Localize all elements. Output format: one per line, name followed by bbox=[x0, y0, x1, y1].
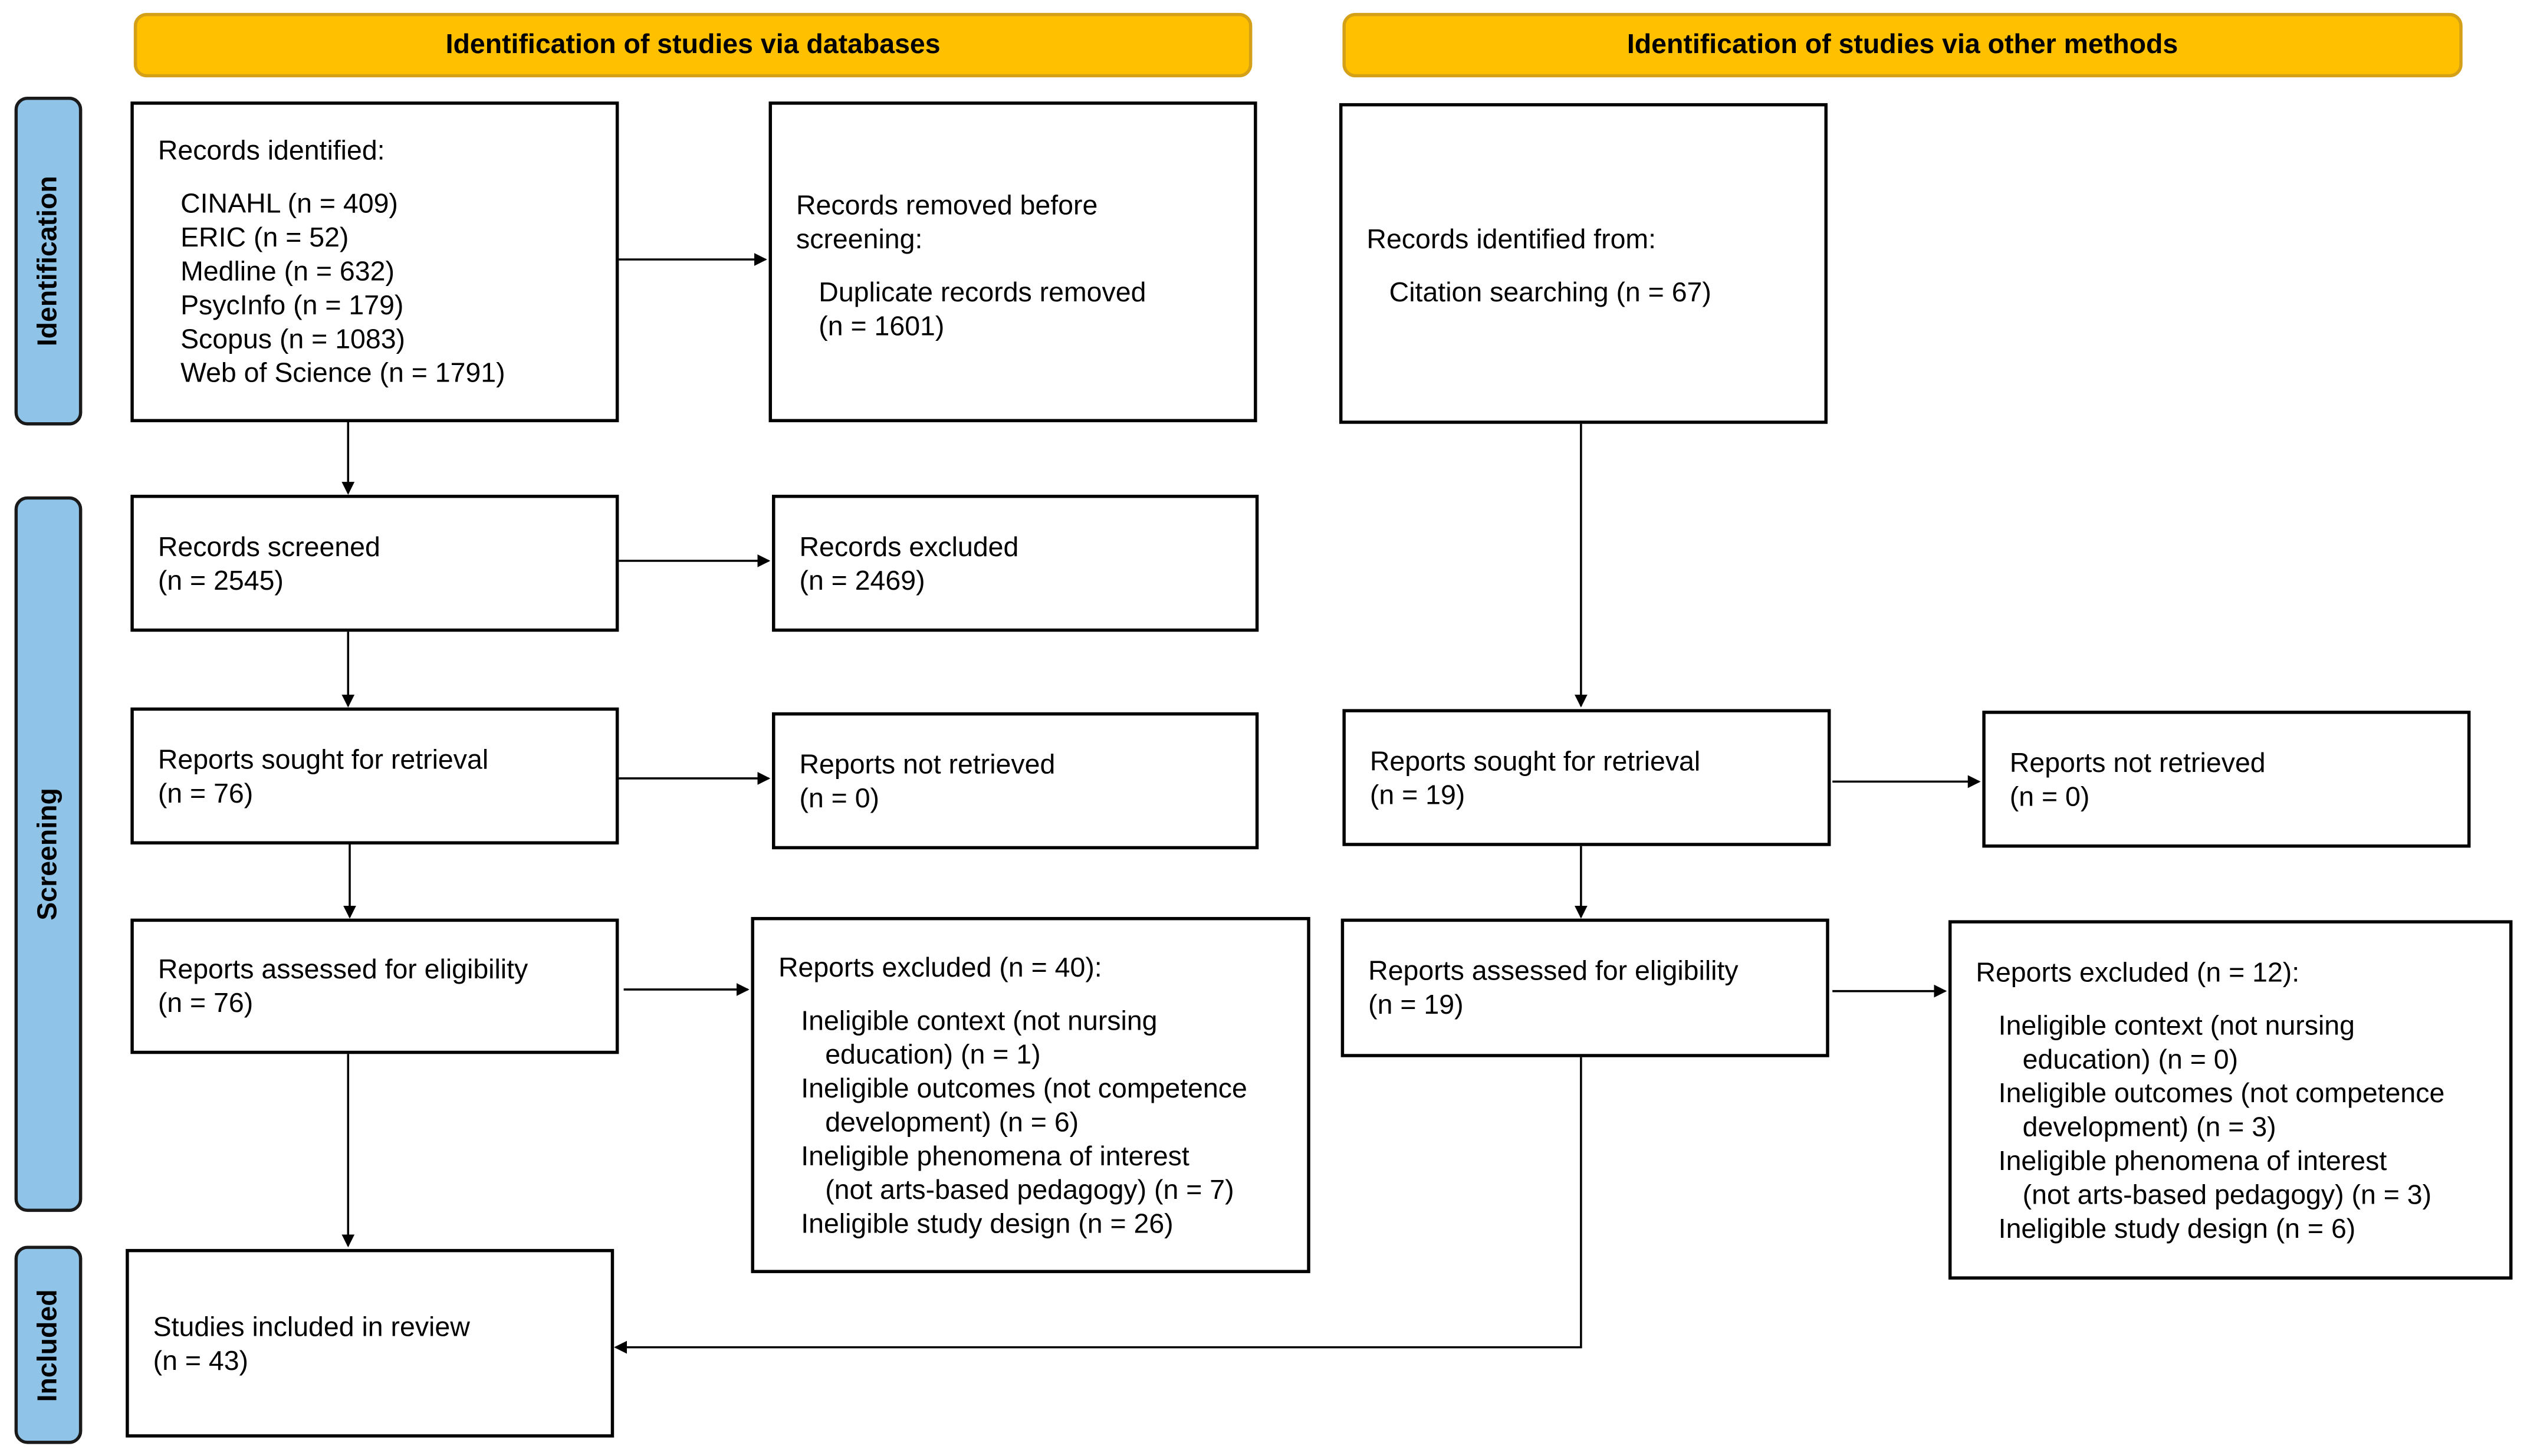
source-item: Medline (n = 632) bbox=[180, 256, 395, 287]
reports-assessed-box: Reports assessed for eligibility(n = 76) bbox=[130, 918, 619, 1054]
box-item: Duplicate records removed bbox=[819, 277, 1146, 308]
exclusion-reason: development) (n = 6) bbox=[825, 1106, 1079, 1137]
box-title: Reports sought for retrieval bbox=[157, 744, 489, 775]
source-item: PsycInfo (n = 179) bbox=[180, 290, 404, 321]
box-title: Records screened bbox=[157, 531, 380, 562]
reports-sought-box: Reports sought for retrieval(n = 76) bbox=[130, 707, 619, 844]
exclusion-reason: education) (n = 1) bbox=[825, 1038, 1041, 1070]
other-reports-not-retrieved-box: Reports not retrieved(n = 0) bbox=[1982, 711, 2471, 848]
records-excluded-box: Records excluded(n = 2469) bbox=[772, 494, 1259, 632]
phase-included: Included bbox=[14, 1245, 83, 1444]
box-title: Records excluded bbox=[799, 531, 1019, 562]
exclusion-reason: Ineligible context (not nursing bbox=[801, 1004, 1158, 1036]
source-item: ERIC (n = 52) bbox=[180, 222, 349, 254]
arrow bbox=[614, 1057, 1582, 1354]
exclusion-reason: Ineligible outcomes (not competence bbox=[801, 1072, 1247, 1103]
box-item: Citation searching (n = 67) bbox=[1389, 277, 1711, 308]
box-count: (n = 1601) bbox=[819, 311, 945, 342]
other-reports-assessed-box: Reports assessed for eligibility(n = 19) bbox=[1340, 918, 1829, 1057]
box-count: (n = 2545) bbox=[157, 564, 284, 596]
box-title: Reports excluded (n = 12): bbox=[1976, 956, 2300, 987]
other-records-identified-box: Records identified from: Citation search… bbox=[1339, 103, 1828, 424]
exclusion-reason: (not arts-based pedagogy) (n = 3) bbox=[2022, 1179, 2432, 1210]
exclusion-reason: development) (n = 3) bbox=[2022, 1111, 2276, 1142]
box-count: (n = 0) bbox=[799, 782, 880, 813]
exclusion-reason: (not arts-based pedagogy) (n = 7) bbox=[825, 1174, 1234, 1205]
other-reports-excluded-box: Reports excluded (n = 12): Ineligible co… bbox=[1948, 920, 2513, 1280]
box-count: (n = 0) bbox=[2009, 781, 2090, 811]
source-item: Web of Science (n = 1791) bbox=[180, 357, 505, 389]
box-count: (n = 76) bbox=[157, 988, 254, 1019]
exclusion-reason: Ineligible study design (n = 26) bbox=[801, 1208, 1174, 1239]
box-title: screening: bbox=[796, 224, 923, 255]
box-title: Records removed before bbox=[796, 190, 1098, 221]
box-title: Reports not retrieved bbox=[2009, 747, 2266, 778]
exclusion-reason: Ineligible phenomena of interest bbox=[1998, 1145, 2387, 1176]
box-count: (n = 2469) bbox=[799, 564, 925, 596]
exclusion-reason: education) (n = 0) bbox=[2022, 1043, 2239, 1074]
exclusion-reason: Ineligible context (not nursing bbox=[1998, 1010, 2355, 1041]
exclusion-reason: Ineligible outcomes (not competence bbox=[1998, 1077, 2445, 1108]
source-item: CINAHL (n = 409) bbox=[180, 188, 398, 219]
phase-screening: Screening bbox=[14, 496, 83, 1212]
box-title: Reports assessed for eligibility bbox=[157, 954, 528, 985]
box-title: Reports not retrieved bbox=[799, 748, 1056, 780]
header-label: Identification of studies via databases bbox=[445, 29, 941, 60]
studies-included-box: Studies included in review(n = 43) bbox=[126, 1248, 615, 1438]
box-count: (n = 19) bbox=[1368, 989, 1464, 1020]
box-title: Reports assessed for eligibility bbox=[1368, 955, 1739, 987]
records-screened-box: Records screened(n = 2545) bbox=[130, 494, 619, 632]
other-reports-sought-box: Reports sought for retrieval(n = 19) bbox=[1342, 709, 1831, 846]
box-title: Reports sought for retrieval bbox=[1369, 745, 1701, 776]
header-label: Identification of studies via other meth… bbox=[1626, 29, 2178, 60]
reports-excluded-box: Reports excluded (n = 40): Ineligible co… bbox=[751, 916, 1310, 1273]
box-count: (n = 19) bbox=[1369, 779, 1465, 810]
phase-identification: Identification bbox=[14, 96, 83, 426]
exclusion-reason: Ineligible study design (n = 6) bbox=[1998, 1212, 2356, 1244]
box-title: Records identified from: bbox=[1366, 224, 1657, 255]
box-count: (n = 43) bbox=[153, 1345, 249, 1376]
box-title: Reports excluded (n = 40): bbox=[778, 951, 1102, 982]
records-identified-box: Records identified: CINAHL (n = 409) ERI… bbox=[130, 101, 619, 422]
header-databases: Identification of studies via databases bbox=[133, 12, 1253, 78]
box-count: (n = 76) bbox=[157, 777, 254, 808]
reports-not-retrieved-box: Reports not retrieved(n = 0) bbox=[772, 712, 1259, 850]
box-title: Studies included in review bbox=[153, 1311, 470, 1342]
exclusion-reason: Ineligible phenomena of interest bbox=[801, 1140, 1189, 1171]
source-item: Scopus (n = 1083) bbox=[180, 324, 406, 355]
header-other-methods: Identification of studies via other meth… bbox=[1342, 12, 2463, 78]
records-removed-box: Records removed before screening: Duplic… bbox=[768, 101, 1257, 422]
box-title: Records identified: bbox=[157, 135, 385, 166]
